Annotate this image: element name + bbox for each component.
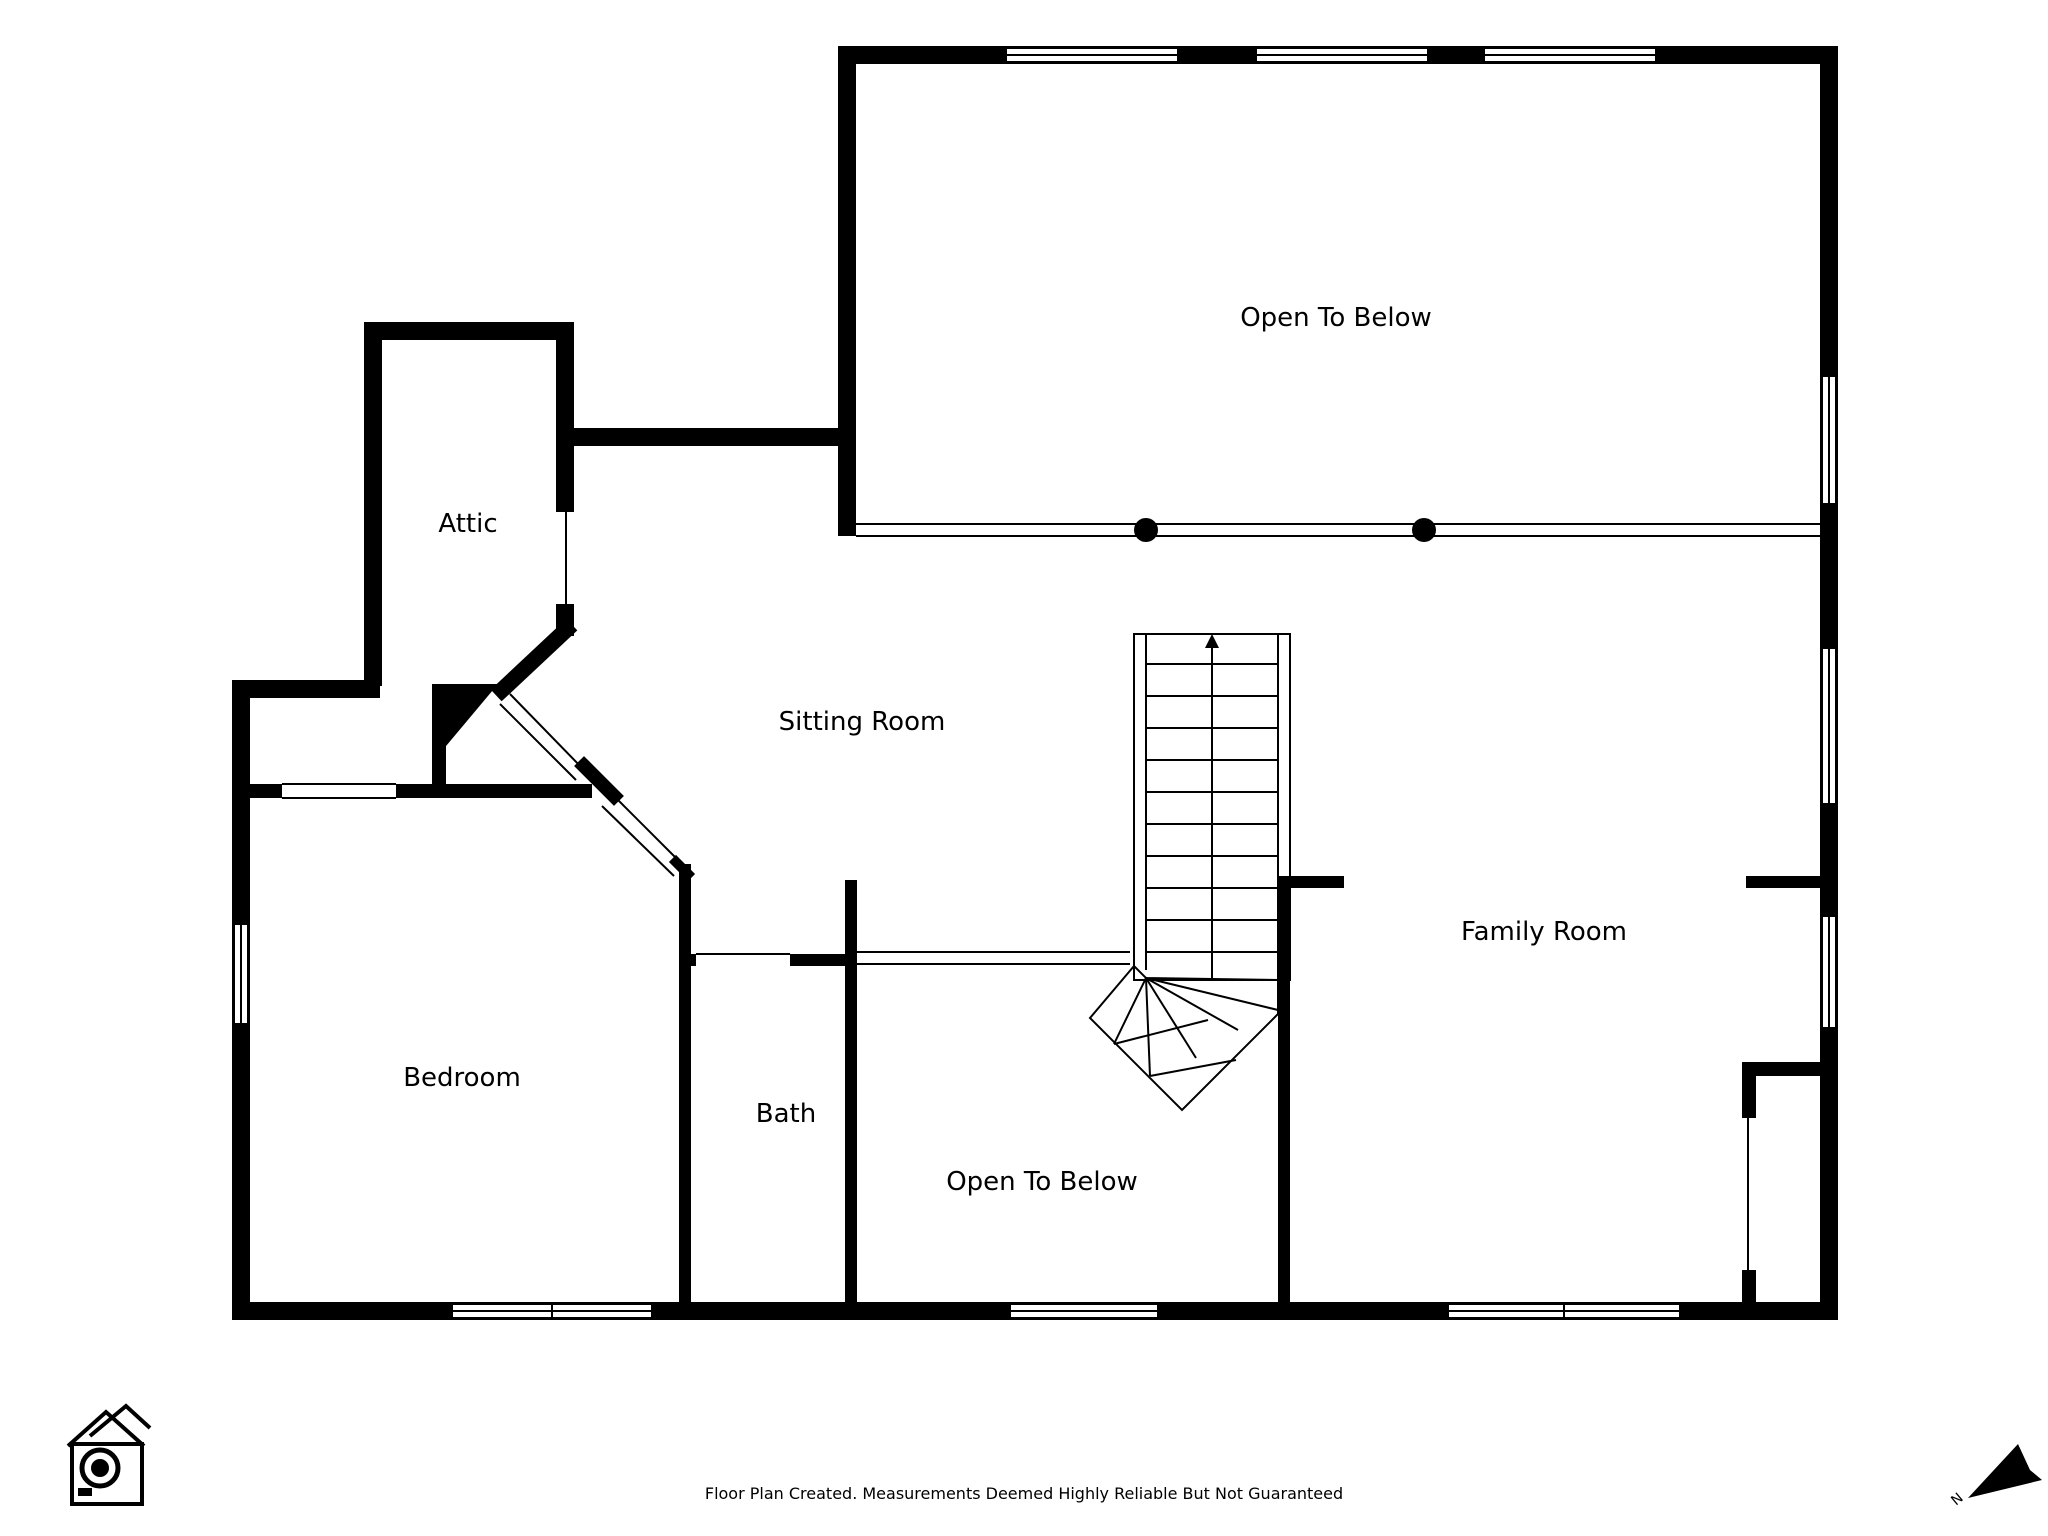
staircase (1088, 633, 1291, 1112)
label-attic: Attic (438, 509, 497, 539)
north-arrow-icon (1968, 1444, 2042, 1498)
label-open-to-below-lower: Open To Below (946, 1167, 1138, 1197)
windows (233, 47, 1837, 1319)
wall-wedge (436, 684, 498, 758)
label-bedroom: Bedroom (403, 1063, 521, 1093)
house-camera-logo-icon (66, 1403, 152, 1506)
label-sitting-room: Sitting Room (779, 707, 946, 737)
thin-lines (282, 512, 1820, 1270)
stair-arrow-icon (1205, 634, 1219, 648)
label-open-to-below-upper: Open To Below (1240, 303, 1432, 333)
diagonal-walls (490, 618, 696, 882)
walls (232, 46, 1838, 1320)
label-bath: Bath (756, 1099, 816, 1129)
posts (1134, 518, 1436, 542)
label-family-room: Family Room (1461, 917, 1627, 947)
footer-disclaimer: Floor Plan Created. Measurements Deemed … (704, 1484, 1344, 1503)
